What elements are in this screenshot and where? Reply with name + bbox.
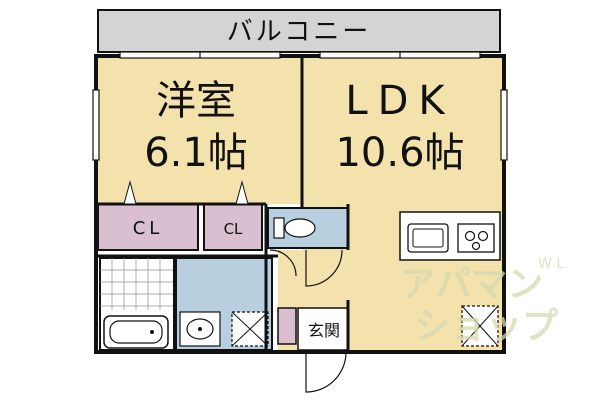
closet-2-label: CL — [224, 220, 243, 238]
closet-2 — [203, 203, 263, 251]
entrance-label: 玄関 — [308, 321, 340, 340]
ldk-size: 10.6帖 — [335, 130, 464, 176]
watermark: アパマン ショップ W L — [400, 256, 564, 347]
fridge-space-icon — [461, 305, 499, 347]
balcony-label: バルコニー — [227, 17, 371, 47]
ldk-label: LDK — [345, 78, 454, 124]
closet-1-label: CL — [133, 218, 164, 239]
watermark-mark: W L — [538, 256, 564, 272]
entrance-storage — [277, 307, 297, 345]
closet-1 — [97, 203, 199, 251]
bathroom-tile-grid — [100, 258, 174, 310]
watermark-line2: ショップ — [414, 306, 558, 347]
washing-machine-pan-icon — [231, 311, 269, 347]
entrance-area — [297, 307, 349, 351]
western-room-label: 洋室 — [156, 78, 236, 124]
side-windows — [92, 89, 508, 161]
toilet-icon — [273, 217, 316, 239]
sink-icon — [407, 223, 449, 253]
closet-doors — [123, 180, 249, 205]
stove-icon — [457, 223, 495, 253]
balcony-area — [97, 9, 501, 53]
bathtub-icon — [103, 315, 169, 349]
balcony-sliding-doors — [119, 51, 481, 59]
washbasin-icon — [179, 311, 221, 347]
western-room-size: 6.1帖 — [144, 130, 248, 176]
door-swing-icon — [269, 249, 347, 393]
watermark-line1: アパマン — [400, 264, 543, 305]
western-room — [98, 58, 302, 204]
